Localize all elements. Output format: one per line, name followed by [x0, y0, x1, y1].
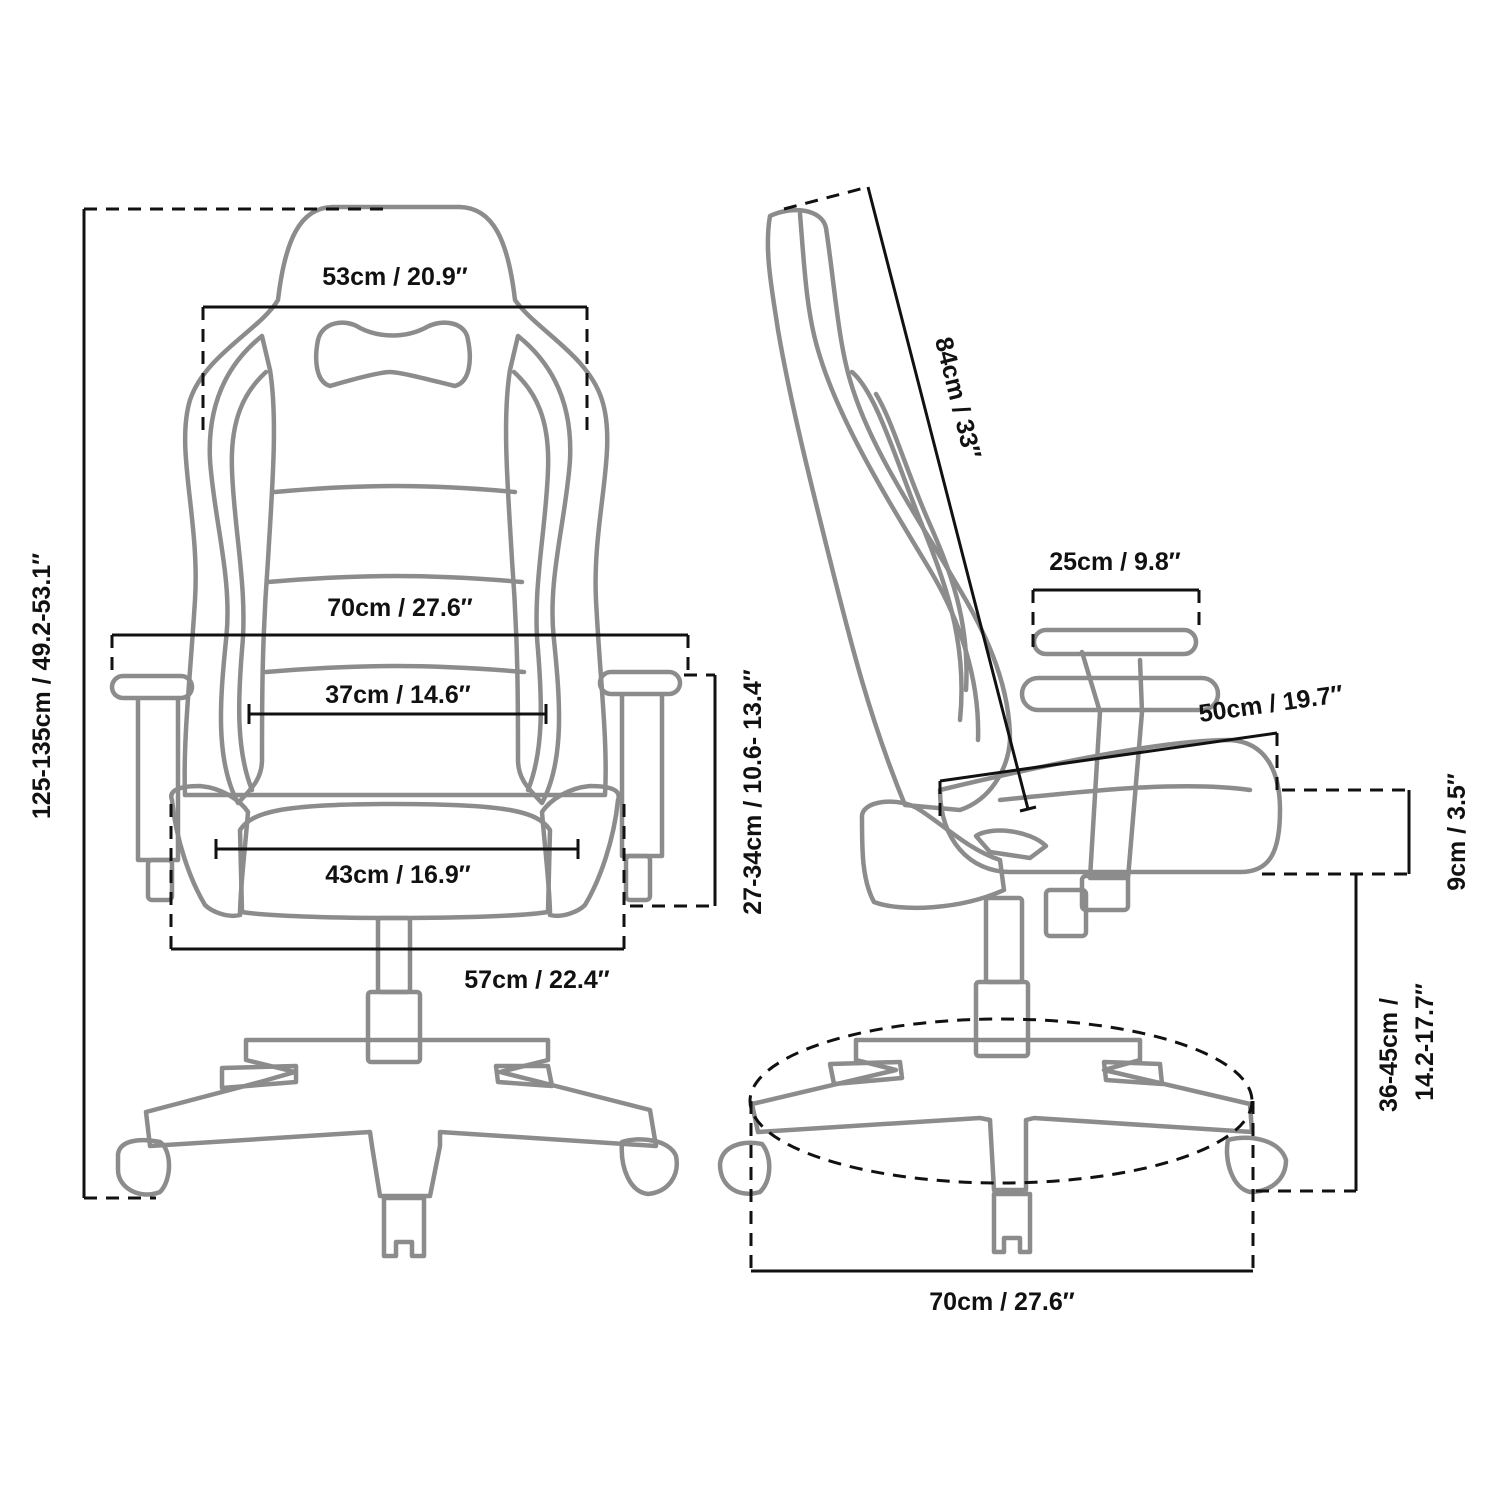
armrest-height-label: 27-34cm / 10.6- 13.4″	[739, 669, 767, 914]
side-backrest-inner-2	[849, 369, 964, 723]
front-right-armrest-pad	[597, 669, 683, 697]
front-right-seat-wing	[539, 783, 621, 918]
front-caster-left	[115, 1137, 172, 1197]
backrest-height-label: 84cm / 33″	[929, 334, 986, 462]
front-left-seat-wing	[169, 783, 251, 918]
front-headrest-slot	[313, 320, 473, 389]
front-cylinder-upper	[375, 915, 413, 995]
front-backrest-seam-2	[265, 573, 525, 585]
base-diameter-ellipse	[748, 1017, 1254, 1185]
side-backrest-inner-3	[873, 391, 969, 693]
front-caster-right	[619, 1137, 680, 1197]
base-diameter-label: 70cm / 27.6″	[929, 1288, 1074, 1316]
front-backrest-seam-1	[272, 483, 518, 495]
side-caster-back-left	[827, 1059, 905, 1087]
front-view-chair	[109, 204, 683, 1259]
side-view-chair	[717, 207, 1289, 1255]
side-seat-bracket	[859, 799, 1007, 911]
armrest-width-label: 70cm / 27.6″	[327, 594, 472, 622]
front-star-base	[143, 1037, 659, 1199]
front-backrest-shell	[182, 204, 610, 798]
side-cylinder-upper	[983, 895, 1025, 985]
front-left-armrest-pad	[109, 673, 195, 701]
front-right-bolster-inner	[511, 369, 551, 793]
seat-width-line	[214, 839, 580, 859]
front-caster-center	[381, 1195, 427, 1259]
front-left-bolster-inner	[229, 369, 269, 793]
front-caster-right-back	[493, 1063, 555, 1089]
side-seat-seam	[997, 783, 1253, 803]
side-tilt-lever	[973, 828, 1049, 861]
top-width-label: 53cm / 20.9″	[322, 263, 467, 291]
side-armrest-post	[1079, 649, 1145, 881]
side-caster-center	[991, 1191, 1033, 1255]
side-armrest-upper-pad	[1031, 627, 1199, 657]
side-armrest-base	[1079, 873, 1131, 913]
side-armrest-lower-pad	[1019, 675, 1221, 713]
front-backrest-seam-3	[263, 663, 527, 675]
seat-frame-width-label: 57cm / 22.4″	[464, 966, 609, 994]
dimension-labels: 53cm / 20.9″ 70cm / 27.6″ 37cm / 14.6″ 4…	[28, 263, 1471, 1316]
seat-depth-line	[939, 731, 1278, 783]
cushion-thickness-label: 9cm / 3.5″	[1443, 773, 1471, 891]
seat-height-label-line2: 14.2-17.7″	[1411, 983, 1439, 1101]
front-cylinder-lower	[365, 989, 423, 1065]
front-seat-cushion	[237, 801, 553, 921]
front-left-armrest-base	[145, 857, 175, 903]
side-caster-left	[717, 1140, 772, 1196]
side-caster-back-right	[1101, 1059, 1165, 1087]
lumbar-width-line	[247, 704, 548, 724]
seat-width-label: 43cm / 16.9″	[325, 861, 470, 889]
front-caster-left-back	[219, 1063, 299, 1091]
side-star-base	[749, 1037, 1255, 1193]
front-right-armrest-base	[623, 853, 653, 903]
side-dimension-lines	[748, 185, 1411, 1273]
front-right-armrest-post	[619, 693, 665, 859]
side-mechanism-block	[1043, 887, 1089, 939]
side-caster-right	[1224, 1135, 1289, 1195]
front-dimension-lines	[82, 207, 717, 1200]
total-height-label: 125-135cm / 49.2-53.1″	[28, 553, 56, 819]
seat-height-label-line1: 36-45cm /	[1375, 998, 1403, 1112]
backrest-height-line	[866, 186, 1037, 813]
backrest-height-top-dash	[783, 185, 869, 211]
seat-depth-label: 50cm / 19.7″	[1197, 680, 1345, 728]
side-backrest-shell	[765, 207, 1013, 813]
side-backrest-inner-1	[797, 211, 981, 743]
lumbar-width-label: 37cm / 14.6″	[325, 681, 470, 709]
front-right-bolster	[503, 333, 573, 806]
armrest-length-label: 25cm / 9.8″	[1049, 548, 1181, 576]
